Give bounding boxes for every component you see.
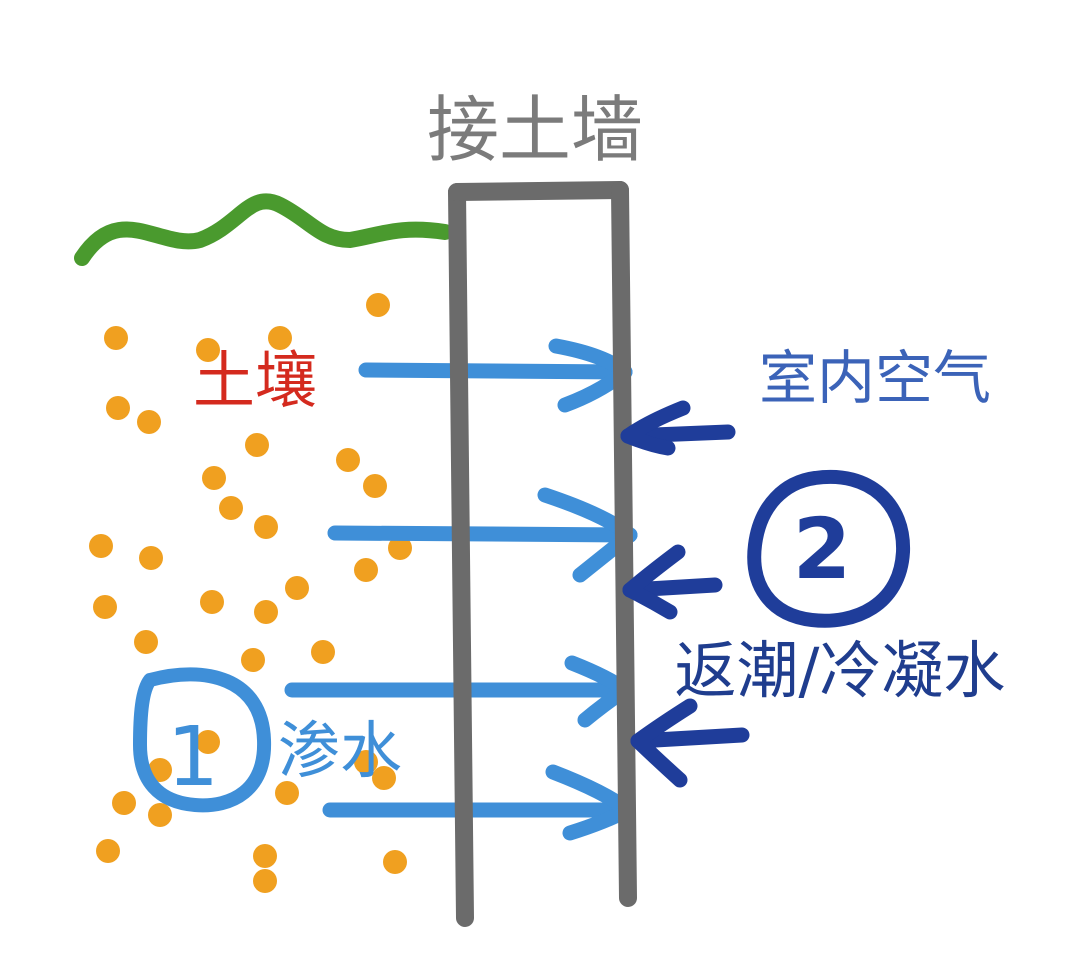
soil-particle: [148, 803, 172, 827]
wall: [448, 181, 637, 927]
soil-particle: [96, 839, 120, 863]
wall-outer-face: [448, 183, 474, 927]
soil-particle: [196, 338, 220, 362]
soil-particle: [245, 433, 269, 457]
soil-particle: [137, 410, 161, 434]
soil-particle: [383, 850, 407, 874]
soil-particle: [139, 546, 163, 570]
soil-particle: [104, 326, 128, 350]
number-2-circle: [747, 469, 911, 628]
soil-particle: [241, 648, 265, 672]
soil-particle: [254, 600, 278, 624]
soil-particle: [89, 534, 113, 558]
soil-particle: [93, 595, 117, 619]
soil-particle: [134, 630, 158, 654]
indoor-air-label: 室内空气: [759, 344, 991, 412]
soil-particle: [254, 515, 278, 539]
condensation-arrow: [620, 400, 736, 456]
seepage-arrow: [358, 338, 633, 413]
wall-title: 接土墙: [427, 88, 643, 172]
soil-particle: [253, 844, 277, 868]
condensation-arrow: [630, 698, 750, 788]
circled-number-1: 1: [132, 667, 272, 813]
soil-particle: [388, 536, 412, 560]
soil-particle: [106, 396, 130, 420]
soil-particle: [202, 466, 226, 490]
soil-particle: [200, 590, 224, 614]
soil-particle: [285, 576, 309, 600]
circled-number-2: 2: [747, 469, 911, 628]
soil-label: 土壤: [193, 344, 317, 417]
number-2-text: 2: [793, 500, 851, 598]
soil-particle: [219, 496, 243, 520]
soil-particle: [268, 326, 292, 350]
soil-particles: [89, 293, 412, 893]
number-1-text: 1: [167, 710, 219, 805]
condensation-label: 返潮/冷凝水: [675, 634, 1006, 707]
soil-particle: [354, 750, 378, 774]
ground-surface-line: [74, 193, 453, 266]
number-1-circle: [132, 667, 272, 813]
soil-particle: [253, 869, 277, 893]
soil-particle: [354, 558, 378, 582]
wall-top: [448, 181, 629, 201]
seepage-label: 渗水: [278, 714, 402, 787]
soil-particle: [372, 766, 396, 790]
condensation-arrow: [622, 544, 723, 620]
soil-particle: [196, 730, 220, 754]
soil-particle: [336, 448, 360, 472]
wall-inner-face: [611, 181, 637, 907]
soil-particle: [275, 781, 299, 805]
condensation-arrows: [620, 400, 750, 788]
soil-particle: [363, 474, 387, 498]
soil-particle: [311, 640, 335, 664]
soil-particle: [112, 791, 136, 815]
seepage-arrow: [327, 487, 638, 583]
soil-particle: [366, 293, 390, 317]
